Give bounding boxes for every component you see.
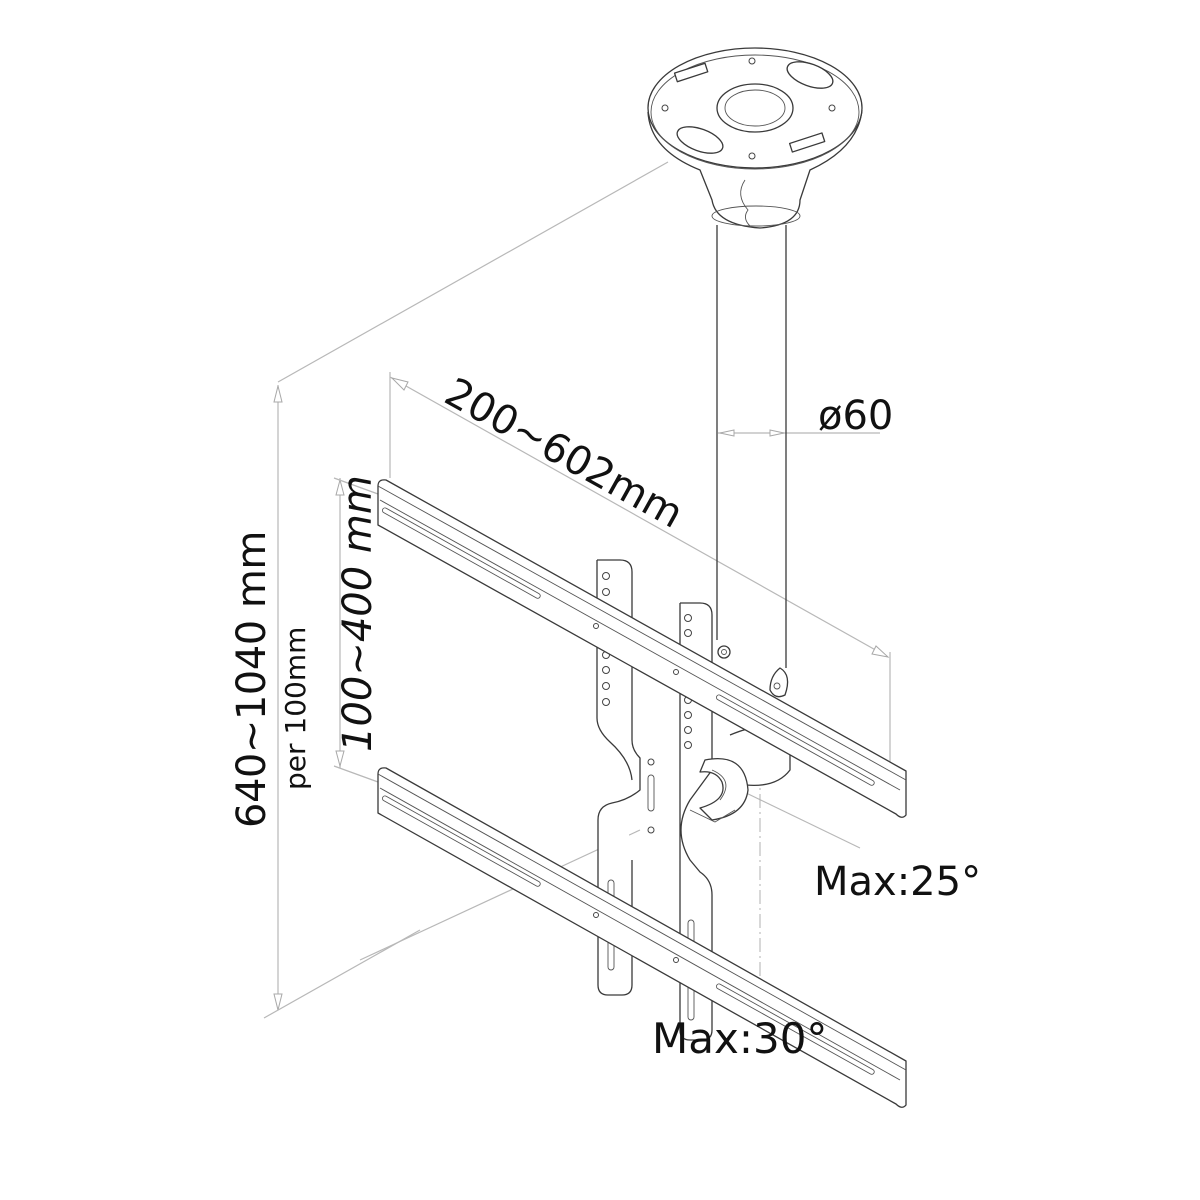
height-step-label: per 100mm <box>279 626 312 790</box>
ceiling-plate <box>647 47 863 229</box>
lower-bracket-arm <box>377 767 907 1108</box>
dimension-lines <box>263 161 891 1020</box>
pole-diameter-label: ø60 <box>818 393 894 439</box>
upper-bracket-arm <box>377 479 907 818</box>
tilt-max-label: Max:25° <box>814 859 982 905</box>
height-range-label: 640~1040 mm <box>229 531 275 828</box>
pole <box>716 225 787 668</box>
vesa-vertical-label: 100~400 mm <box>335 475 381 752</box>
swivel-max-label: Max:30° <box>652 1014 828 1063</box>
center-plate-right <box>647 602 713 1041</box>
